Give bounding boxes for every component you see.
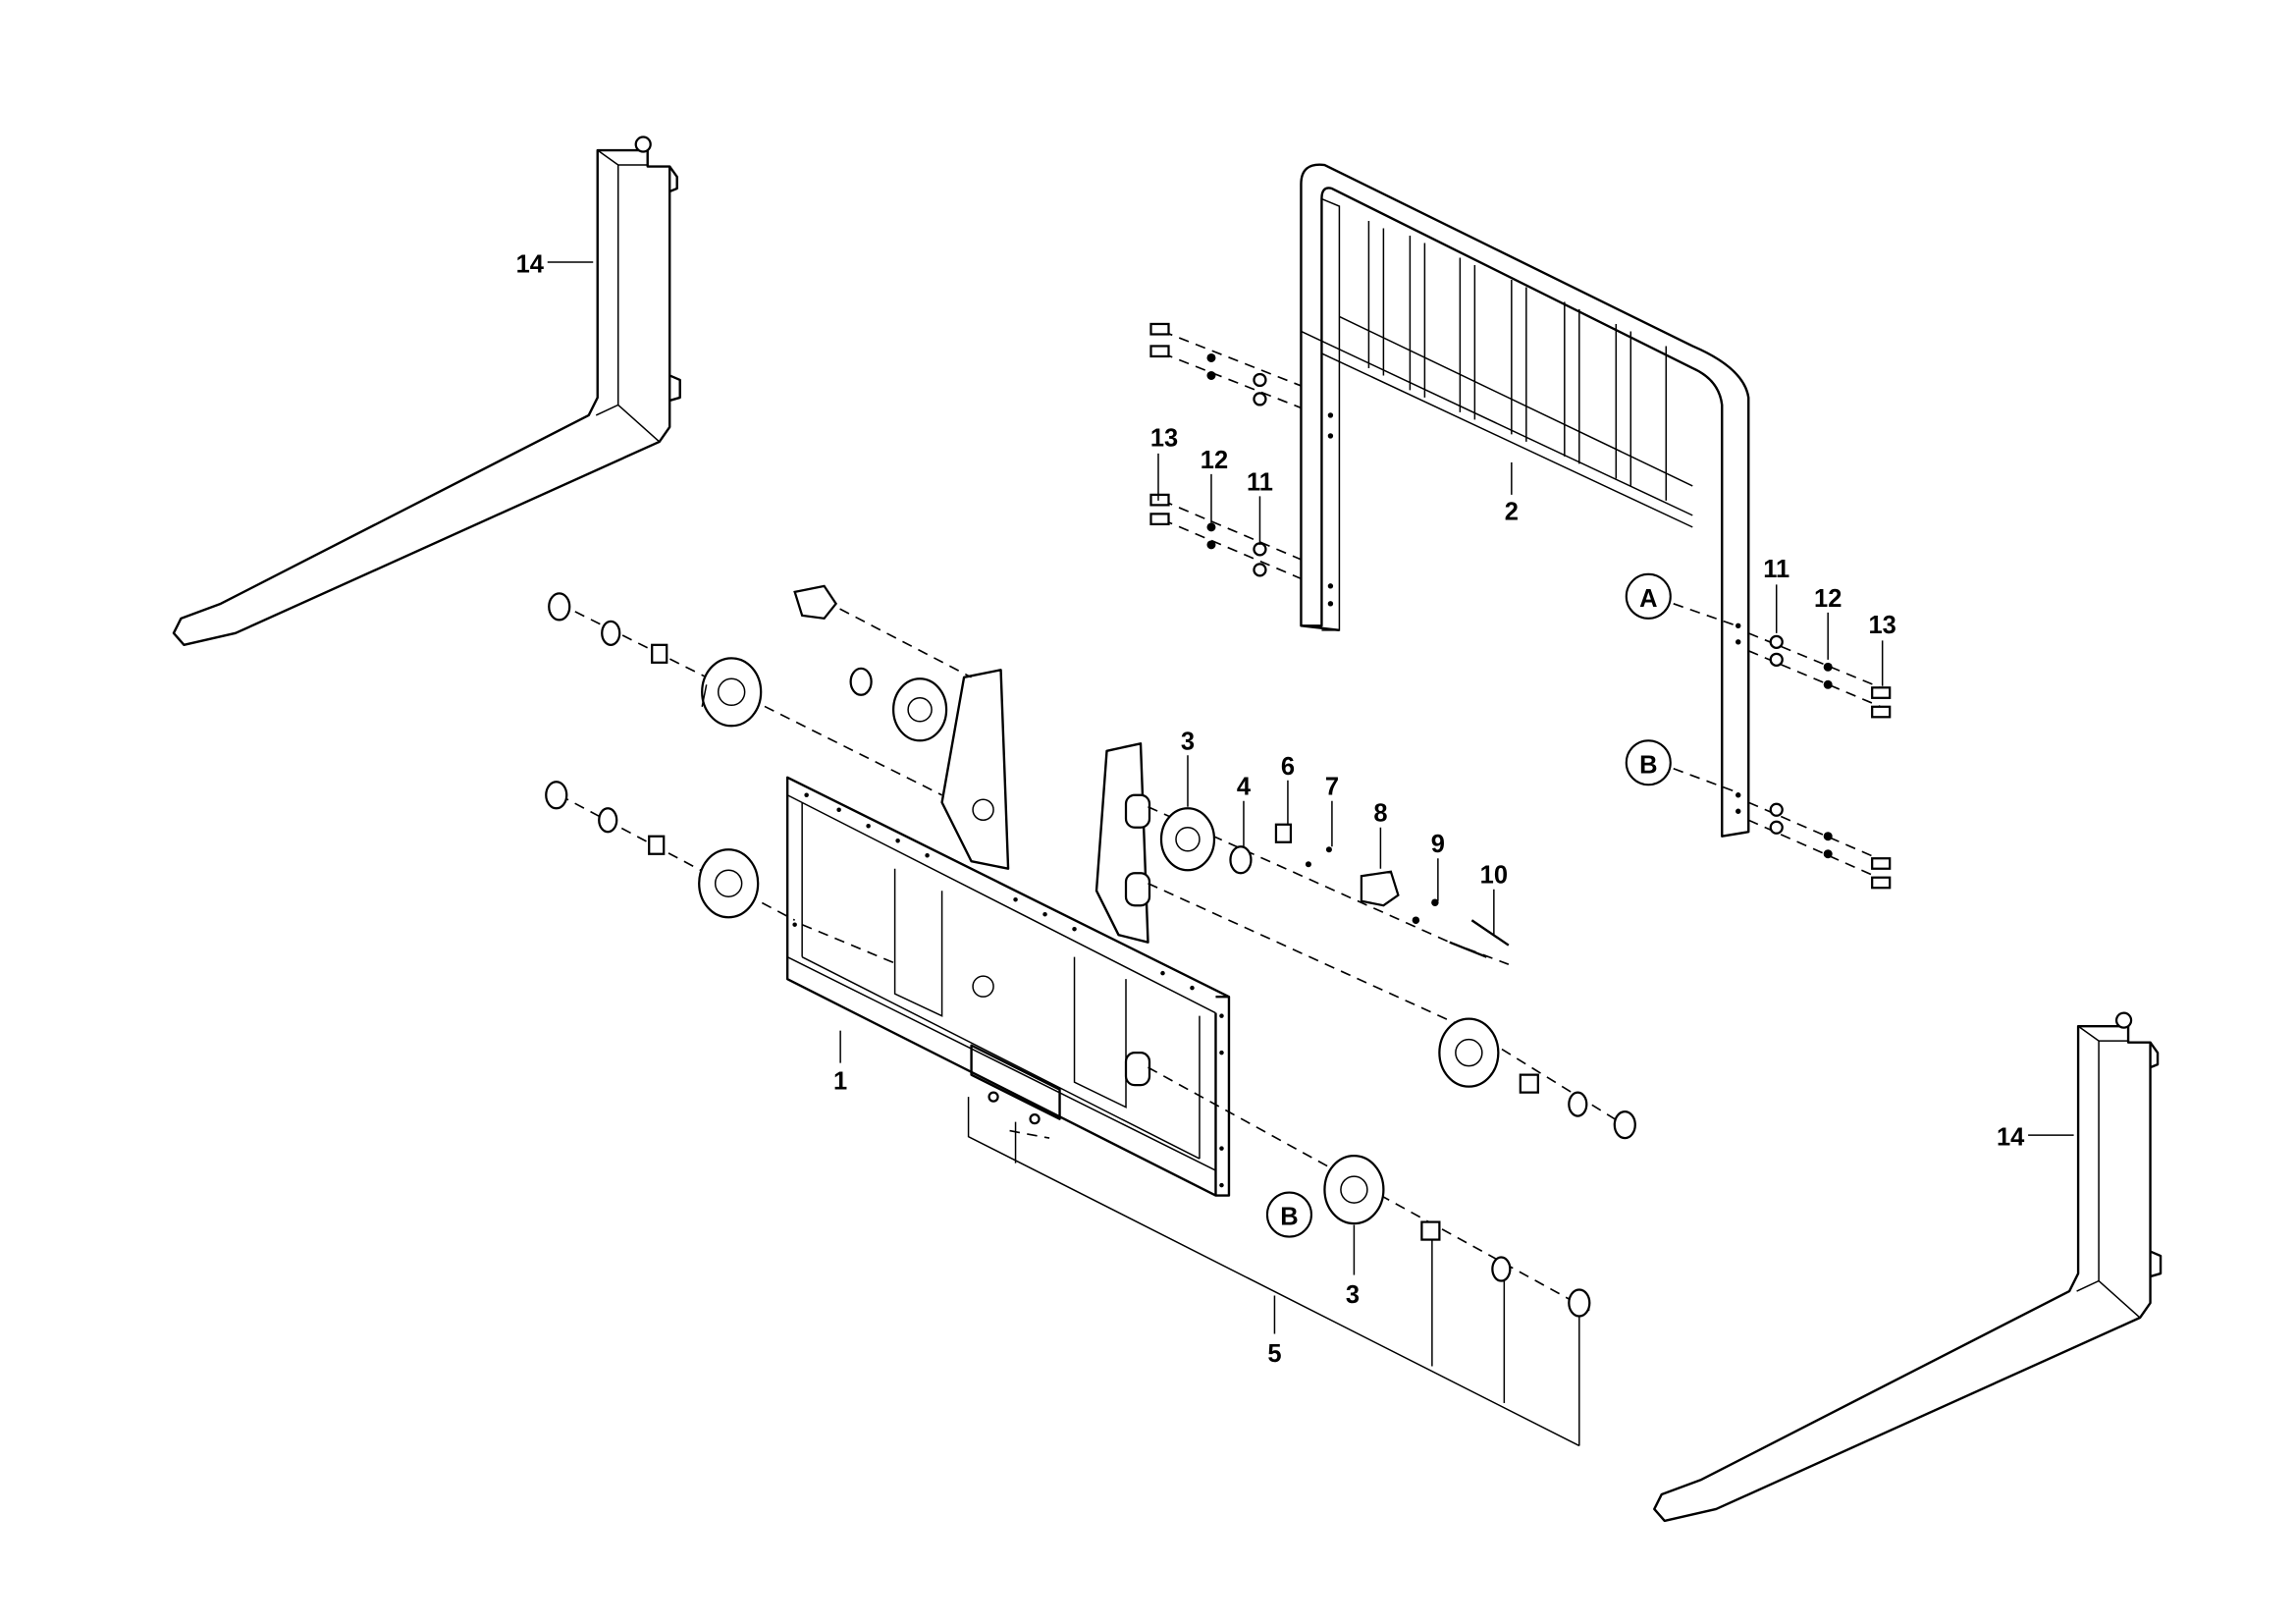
callout-12-right: 12 xyxy=(1814,585,1842,613)
callout-10: 10 xyxy=(1480,862,1508,890)
svg-text:A: A xyxy=(1639,585,1657,613)
guard-fasteners-right xyxy=(1673,603,1893,890)
reference-a: A xyxy=(1625,572,1672,620)
fork-right xyxy=(1653,1011,2163,1523)
fork-left xyxy=(172,135,681,647)
carriage xyxy=(785,669,1231,1197)
callout-11-left: 11 xyxy=(1247,468,1273,496)
callout-7: 7 xyxy=(1325,774,1339,801)
reference-b-lower: B xyxy=(1265,1191,1312,1238)
load-guard xyxy=(1300,163,1750,838)
callout-1: 1 xyxy=(833,1068,847,1096)
roller xyxy=(891,677,948,742)
callout-13-left: 13 xyxy=(1150,424,1178,452)
guard-fasteners-left xyxy=(1149,322,1302,580)
roller xyxy=(1438,1017,1500,1088)
svg-text:B: B xyxy=(1280,1204,1298,1231)
callout-3-upper: 3 xyxy=(1181,728,1195,755)
callout-4: 4 xyxy=(1237,774,1252,801)
callout-14-left: 14 xyxy=(516,250,545,278)
roller xyxy=(1323,1154,1385,1225)
svg-text:B: B xyxy=(1639,751,1657,779)
callout-6: 6 xyxy=(1281,753,1295,781)
callout-3-lower: 3 xyxy=(1346,1281,1360,1309)
small-parts xyxy=(545,584,1636,1318)
callout-8: 8 xyxy=(1373,800,1387,828)
roller xyxy=(1159,807,1216,872)
callouts: 14 14 2 1 3 3 4 5 6 7 8 9 10 11 12 13 11… xyxy=(516,250,2026,1368)
roller xyxy=(698,848,760,919)
reference-markers: A B B xyxy=(1265,572,1672,1238)
callout-13-right: 13 xyxy=(1869,612,1896,639)
callout-14-right: 14 xyxy=(1997,1124,2025,1152)
callout-11-right: 11 xyxy=(1763,556,1789,583)
roller xyxy=(701,657,763,728)
leader-lines xyxy=(547,261,2074,1447)
callout-5: 5 xyxy=(1267,1340,1281,1368)
callout-2: 2 xyxy=(1505,498,1519,525)
reference-b-upper: B xyxy=(1625,739,1672,786)
callout-12-left: 12 xyxy=(1201,447,1228,474)
callout-9: 9 xyxy=(1431,831,1445,858)
rollers xyxy=(698,657,1500,1225)
